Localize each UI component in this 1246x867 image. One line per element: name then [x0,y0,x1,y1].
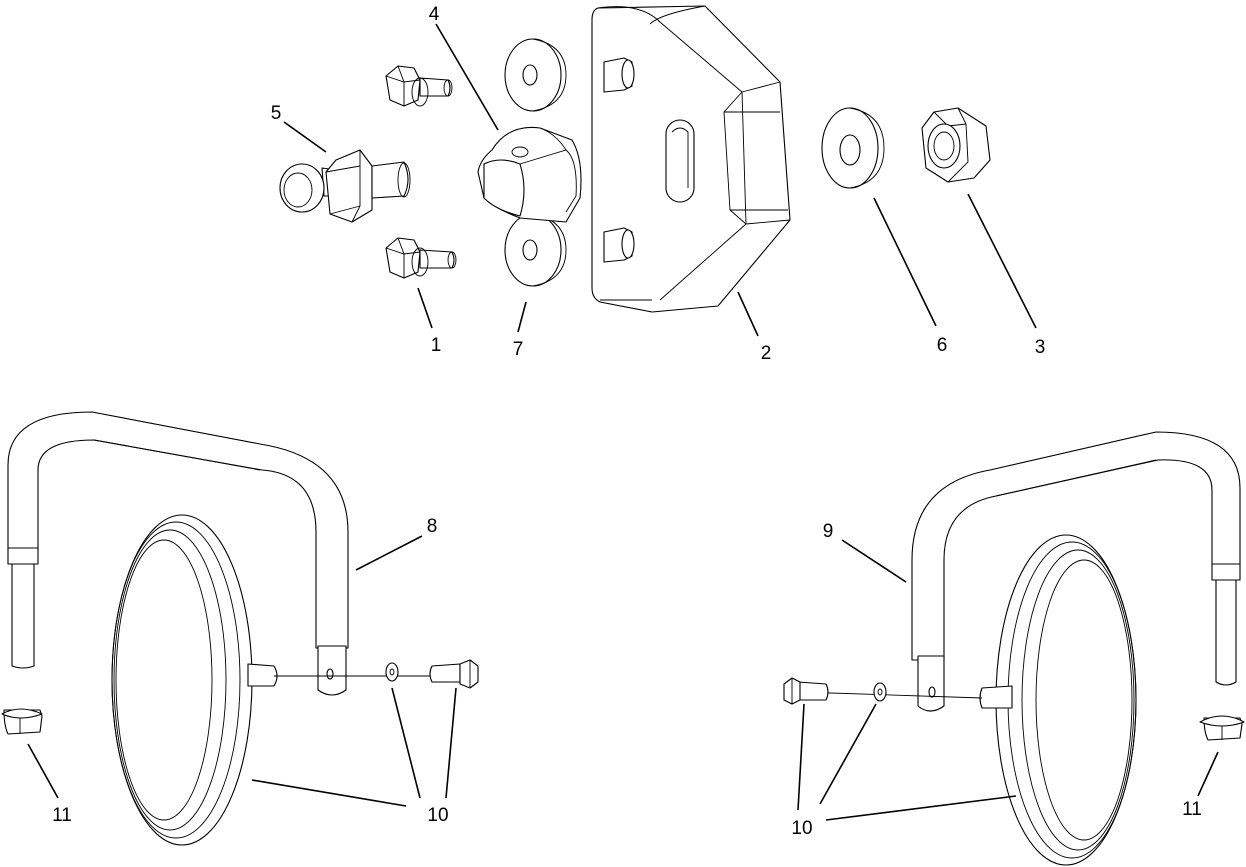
leader-10-left-bolt [445,687,457,799]
leader-9 [841,539,907,583]
part-10-lamp-ring-right [979,534,1137,866]
part-6-flat-washer [821,107,885,189]
leader-1 [417,287,433,329]
leader-10-left-ring [251,779,407,807]
callout-1: 1 [431,335,442,356]
leader-11-left [27,743,59,799]
part-10-washer-left [385,662,399,682]
callout-5: 5 [271,103,282,124]
leader-5 [283,121,327,153]
callout-3: 3 [1035,337,1046,358]
leader-10-right-washer [819,703,877,805]
leader-8 [355,535,423,571]
part-11-flange-nut-right [1199,715,1245,741]
part-10-bolt-left [429,659,479,689]
part-7-washer-top [504,38,567,112]
leader-7 [517,301,527,333]
callout-10-left: 10 [427,805,448,826]
part-10-lamp-ring-left [111,514,278,846]
leader-10-right-bolt [797,703,805,811]
callout-4: 4 [429,4,440,25]
leader-10-left-washer [391,687,421,799]
part-9-hoop-right [911,431,1241,712]
bracket-boss-top [603,57,635,93]
part-8-hoop-left [7,411,349,696]
part-1-bolt-top [385,65,453,107]
part-10-bolt-right [783,677,829,705]
callout-11-right: 11 [1182,799,1202,820]
callout-10-right: 10 [791,818,812,839]
callout-7: 7 [513,339,524,360]
leader-2 [737,291,759,337]
leader-lines [27,23,1219,821]
part-3-hex-nut [921,107,991,183]
leader-10-right-ring [825,795,1017,821]
callout-2: 2 [761,343,772,364]
part-5-hex-stud [279,149,411,223]
bracket-boss-bottom [603,227,635,263]
assembly-axis-right [799,691,983,699]
part-2-bracket-block [591,5,791,313]
callout-9: 9 [823,521,834,542]
callout-8: 8 [427,516,438,537]
part-11-flange-nut-left [1,708,43,735]
callout-11-left: 11 [52,805,72,826]
part-4-clevis [477,126,582,223]
leader-11-right [1197,751,1219,797]
leader-4 [435,23,499,131]
callout-labels: 4 5 1 7 2 6 3 8 9 10 11 10 11 [52,4,1202,839]
leader-6 [873,197,937,327]
leader-3 [967,193,1037,329]
part-7-washer-bottom [504,213,567,287]
part-10-washer-right [873,682,887,702]
callout-6: 6 [937,335,948,356]
part-1-bolt-bottom [385,237,457,279]
